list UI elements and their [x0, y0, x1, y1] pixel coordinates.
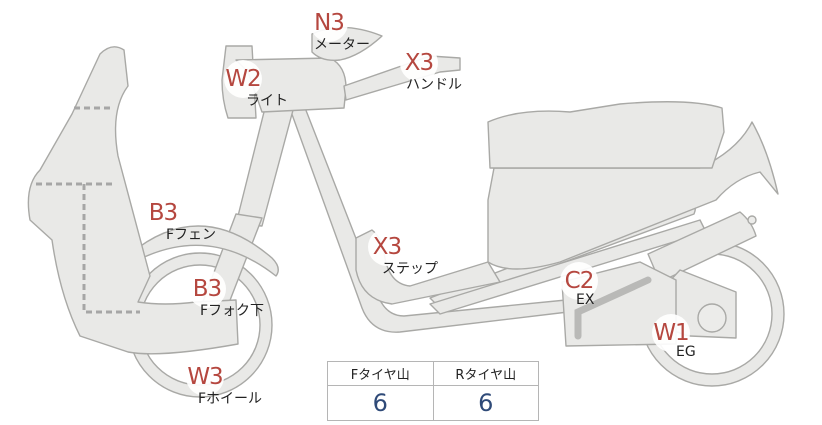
leg-shield: [27, 46, 239, 355]
part-label: Fフェン: [166, 227, 217, 243]
grade-badge: W2: [224, 60, 262, 98]
part-label: EX: [576, 292, 595, 308]
rear-tread-header: Rタイヤ山: [432, 361, 539, 386]
marker-light: W2 ライト: [224, 60, 288, 109]
part-label: Fホイール: [198, 391, 263, 407]
marker-f-fork-lower: B3 Fフォク下: [188, 270, 288, 319]
grade-badge: W1: [652, 314, 690, 352]
part-label: ハンドル: [406, 77, 462, 93]
part-label: Fフォク下: [200, 303, 265, 319]
front-tread-header: Fタイヤ山: [327, 361, 434, 386]
exhaust-pipe: [574, 276, 652, 340]
tire-tread-table: Fタイヤ山 Rタイヤ山 6 6: [327, 361, 539, 421]
seat-body: [487, 121, 779, 270]
shield-seam-vert: [82, 184, 140, 314]
marker-engine: W1 EG: [652, 314, 706, 360]
marker-exhaust: C2 EX: [560, 262, 614, 308]
marker-f-fender: B3 Fフェン: [144, 194, 244, 243]
grade-badge: C2: [560, 262, 598, 300]
part-label: ライト: [246, 93, 288, 109]
part-label: EG: [676, 344, 696, 360]
seat: [487, 101, 725, 169]
rear-tread-value: 6: [432, 385, 539, 421]
marker-step: X3 ステップ: [368, 228, 460, 277]
rear-hub: [697, 303, 727, 333]
part-label: ステップ: [382, 261, 438, 277]
front-tread-value: 6: [327, 385, 434, 421]
grade-badge: X3: [368, 228, 406, 266]
grade-badge: B3: [188, 270, 226, 308]
front-fender: [129, 225, 279, 277]
rear-bolt: [747, 215, 757, 225]
part-label: メーター: [314, 37, 370, 53]
grade-badge: W3: [186, 358, 224, 396]
marker-meter: N3 メーター: [302, 4, 370, 53]
grade-badge: X3: [400, 44, 438, 82]
marker-f-wheel: W3 Fホイール: [186, 358, 286, 407]
grade-badge: N3: [310, 4, 348, 42]
marker-handle: X3 ハンドル: [398, 44, 478, 93]
grade-badge: B3: [144, 194, 182, 232]
